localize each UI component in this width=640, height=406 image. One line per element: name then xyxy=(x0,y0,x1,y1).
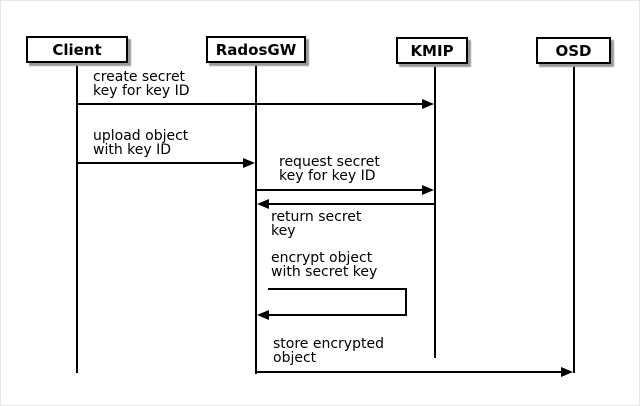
lifeline-osd xyxy=(573,64,575,373)
actor-box-client: Client xyxy=(26,36,128,63)
self-loop-right-line xyxy=(405,288,407,316)
arrowhead-right-icon xyxy=(561,367,573,377)
message-label: store encrypted object xyxy=(273,336,384,366)
actor-box-radosgw: RadosGW xyxy=(206,36,306,63)
self-loop-top-line xyxy=(268,288,407,290)
arrowhead-right-icon xyxy=(422,99,434,109)
arrowhead-left-icon xyxy=(257,199,269,209)
message-label-line: object xyxy=(273,349,317,366)
message-label-line: with key ID xyxy=(93,141,172,158)
actor-label-client: Client xyxy=(52,40,102,59)
message-label: request secret key for key ID xyxy=(279,154,380,184)
message-label-line: return secret xyxy=(271,209,362,225)
message-label-line: key xyxy=(271,222,296,239)
lifeline-radosgw xyxy=(255,63,257,374)
message-label: create secret key for key ID xyxy=(93,69,190,99)
message-arrow-line xyxy=(77,162,245,164)
message-label-line: store encrypted xyxy=(273,336,384,352)
actor-label-radosgw: RadosGW xyxy=(215,40,297,59)
actor-box-kmip: KMIP xyxy=(396,37,468,64)
message-label: upload object with key ID xyxy=(93,128,189,158)
arrowhead-right-icon xyxy=(422,185,434,195)
actor-label-kmip: KMIP xyxy=(410,41,454,60)
message-label-line: request secret xyxy=(279,154,380,170)
message-arrow-line xyxy=(77,103,424,105)
message-label-line: key for key ID xyxy=(93,82,190,99)
lifeline-client xyxy=(76,63,78,373)
message-arrow-line xyxy=(257,189,423,191)
actor-label-osd: OSD xyxy=(555,41,592,60)
arrowhead-right-icon xyxy=(243,158,255,168)
actor-box-osd: OSD xyxy=(536,37,611,64)
message-label-line: key for key ID xyxy=(279,167,376,184)
message-arrow-line xyxy=(269,203,434,205)
lifeline-kmip xyxy=(434,64,436,358)
message-label: encrypt object with secret key xyxy=(271,250,378,280)
message-label-line: with secret key xyxy=(271,263,378,280)
message-label: return secret key xyxy=(271,209,362,239)
self-loop-bottom-line xyxy=(269,314,407,316)
message-label-line: upload object xyxy=(93,128,189,144)
message-label-line: create secret xyxy=(93,69,186,85)
message-arrow-line xyxy=(257,371,563,373)
message-label-line: encrypt object xyxy=(271,250,373,266)
arrowhead-left-icon xyxy=(257,310,269,320)
